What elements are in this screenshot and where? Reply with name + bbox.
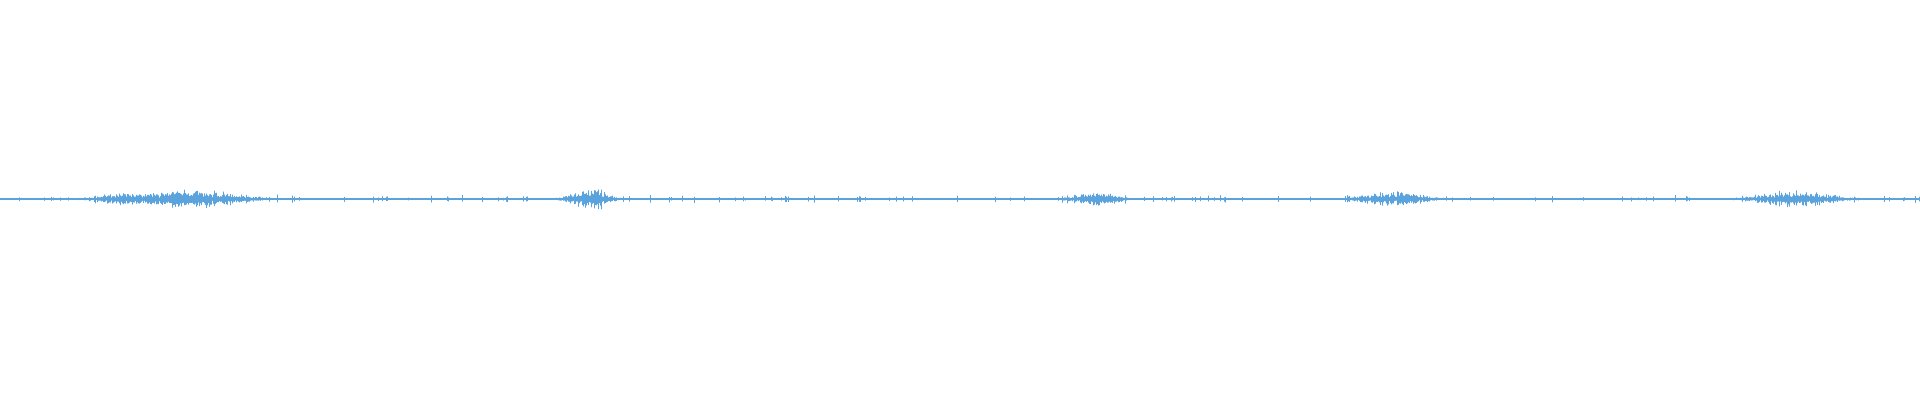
waveform-samples (0, 189, 1920, 210)
